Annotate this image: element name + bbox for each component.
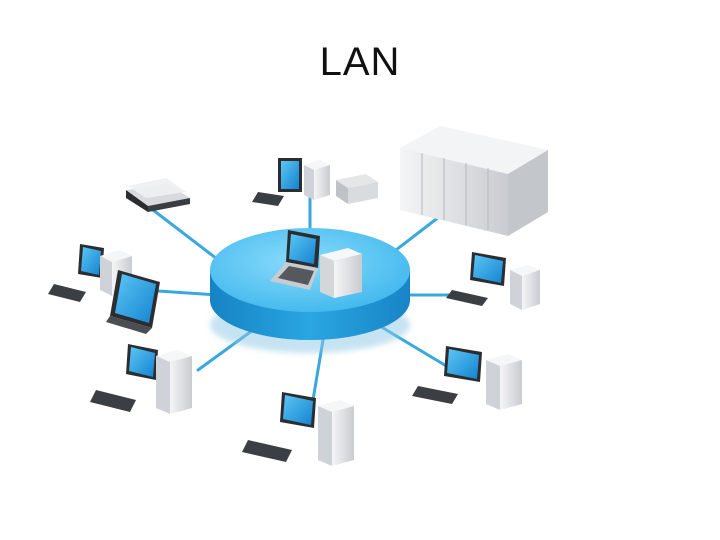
slide-title: LAN [319, 40, 401, 84]
hub-server-icon [320, 248, 362, 298]
desktop-computer-icon [412, 346, 522, 410]
desktop-computer-icon [242, 392, 354, 466]
desktop-computer-with-peripheral-icon [252, 158, 378, 206]
network-hub-disc-icon [210, 228, 410, 353]
desktop-computer-icon [446, 252, 540, 310]
desktop-and-tablet-icon [48, 244, 160, 334]
laptop-icon [270, 230, 320, 290]
lan-network-diagram [48, 126, 548, 466]
scanner-icon [126, 178, 190, 212]
desktop-computer-icon [90, 344, 192, 414]
server-rack-icon [400, 126, 548, 236]
